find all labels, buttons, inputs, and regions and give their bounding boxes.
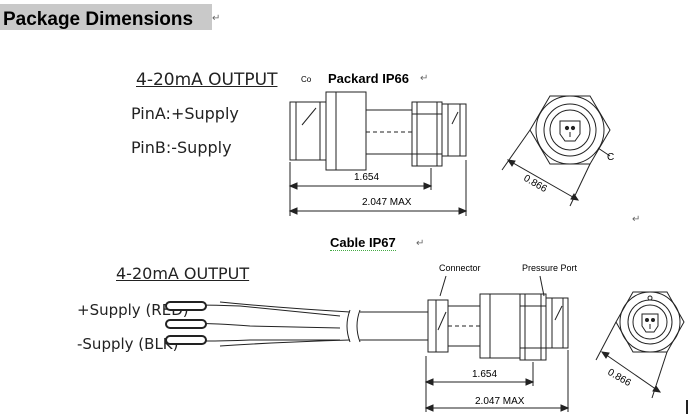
paragraph-mark: ↵ (632, 214, 641, 225)
title-bar: Package Dimensions (0, 4, 212, 30)
top-sensor-end-view (501, 95, 611, 207)
pressure-port-label: Pressure Port (522, 263, 578, 273)
bottom-sensor-end-view (595, 291, 685, 399)
paragraph-mark: ↵ (420, 73, 429, 84)
pin-a-label: PinA:+Supply (131, 104, 239, 123)
top-hex-letter: C (607, 152, 615, 163)
supply-blk-label: -Supply (BLK) (77, 335, 179, 353)
page-title: Package Dimensions (3, 9, 194, 30)
supply-red-label: +Supply (RED) (77, 301, 189, 319)
bottom-sensor-side-view (424, 275, 570, 412)
cable-label: Cable IP67 (330, 235, 396, 251)
top-dim-body: 1.654 (354, 172, 380, 183)
bottom-dim-total: 2.047 MAX (475, 396, 525, 407)
connector-part-label: Connector (439, 263, 481, 273)
paragraph-mark: ↵ (416, 238, 425, 249)
top-output-label: 4-20mA OUTPUT (136, 70, 278, 90)
top-sensor-side-view (288, 91, 468, 216)
connector-prefix: Co (301, 75, 312, 84)
bottom-cable-wires (165, 301, 428, 347)
packard-label: Packard IP66 (328, 71, 409, 86)
bottom-dim-body: 1.654 (472, 369, 498, 380)
pin-b-label: PinB:-Supply (131, 138, 232, 157)
paragraph-mark: ↵ (212, 13, 221, 24)
top-dim-total: 2.047 MAX (362, 197, 412, 208)
bottom-output-label: 4-20mA OUTPUT (116, 264, 250, 283)
